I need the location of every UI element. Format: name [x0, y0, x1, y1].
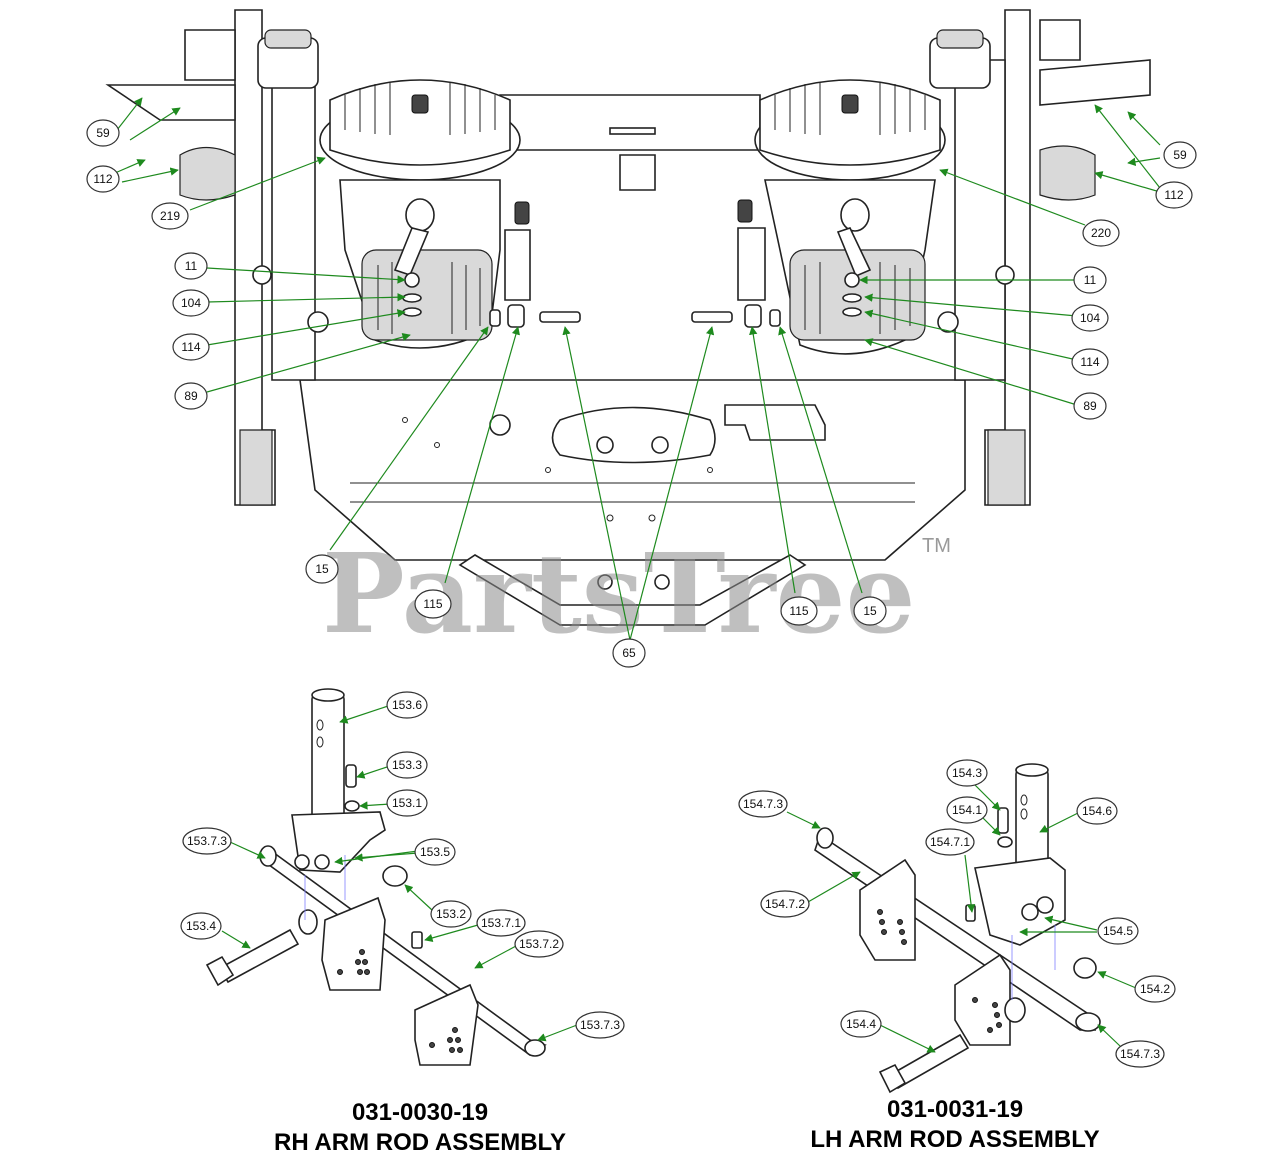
svg-text:154.1: 154.1: [952, 803, 982, 817]
callout-154-4: 154.4: [840, 1010, 882, 1038]
svg-text:153.7.2: 153.7.2: [519, 937, 559, 951]
callout-115-right: 115: [780, 596, 818, 626]
rh-assembly-caption: 031-0030-19 RH ARM ROD ASSEMBLY: [220, 1098, 620, 1158]
svg-text:65: 65: [622, 646, 636, 660]
callout-154-7-2: 154.7.2: [760, 890, 810, 918]
svg-text:154.7.3: 154.7.3: [743, 797, 783, 811]
callout-154-7-3-a: 154.7.3: [738, 790, 788, 818]
callout-89-right: 89: [1073, 392, 1107, 420]
right-transmission: [691, 29, 1015, 355]
callout-15-left: 15: [305, 554, 339, 584]
callout-114-right: 114: [1071, 348, 1109, 376]
callout-154-2: 154.2: [1134, 975, 1176, 1003]
callout-154-5: 154.5: [1097, 917, 1139, 945]
svg-text:153.7.1: 153.7.1: [481, 916, 521, 930]
lh-assembly-part-number: 031-0031-19: [886, 1096, 1024, 1123]
svg-text:154.5: 154.5: [1103, 924, 1133, 938]
callout-104-right: 104: [1071, 304, 1109, 332]
rh-arm-rod-assembly: [205, 688, 547, 1066]
svg-text:153.5: 153.5: [420, 845, 450, 859]
callout-154-6: 154.6: [1076, 797, 1118, 825]
callout-153-3: 153.3: [386, 751, 428, 779]
svg-text:153.6: 153.6: [392, 698, 422, 712]
callout-112-right: 112: [1155, 181, 1193, 209]
callout-153-5: 153.5: [414, 838, 456, 866]
svg-text:153.1: 153.1: [392, 796, 422, 810]
svg-text:59: 59: [96, 126, 110, 140]
svg-text:104: 104: [1080, 311, 1100, 325]
callout-153-4: 153.4: [180, 912, 222, 940]
svg-text:89: 89: [1083, 399, 1097, 413]
svg-text:153.7.3: 153.7.3: [580, 1018, 620, 1032]
callout-11-right: 11: [1073, 266, 1107, 294]
callout-15-right: 15: [853, 596, 887, 626]
callouts: 59 112 219 11 104 114 89 15 115 65 115 1…: [86, 119, 1197, 1068]
svg-text:59: 59: [1173, 148, 1187, 162]
svg-text:115: 115: [789, 604, 808, 618]
svg-text:153.4: 153.4: [186, 919, 216, 933]
callout-65: 65: [612, 638, 646, 668]
svg-text:11: 11: [185, 259, 198, 273]
callout-153-7-3-a: 153.7.3: [182, 827, 232, 855]
lh-assembly-name: LH ARM ROD ASSEMBLY: [810, 1126, 1100, 1153]
callout-154-7-1: 154.7.1: [925, 828, 975, 856]
svg-text:153.7.3: 153.7.3: [187, 834, 227, 848]
svg-text:154.4: 154.4: [846, 1017, 876, 1031]
callout-153-2: 153.2: [430, 900, 472, 928]
callout-219: 219: [151, 202, 189, 230]
rh-assembly-part-number: 031-0030-19: [351, 1099, 489, 1126]
callout-153-7-3-b: 153.7.3: [575, 1011, 625, 1039]
svg-text:104: 104: [181, 296, 201, 310]
svg-text:154.7.2: 154.7.2: [765, 897, 805, 911]
svg-text:153.2: 153.2: [436, 907, 466, 921]
callout-154-3: 154.3: [946, 759, 988, 787]
svg-text:15: 15: [315, 562, 329, 576]
callout-154-7-3-b: 154.7.3: [1115, 1040, 1165, 1068]
svg-text:115: 115: [423, 597, 442, 611]
watermark-tm: TM: [922, 535, 951, 557]
callout-153-7-2: 153.7.2: [514, 930, 564, 958]
callout-153-7-1: 153.7.1: [476, 909, 526, 937]
callout-220: 220: [1082, 219, 1120, 247]
watermark-text: PartsTree: [322, 529, 916, 658]
svg-text:154.2: 154.2: [1140, 982, 1170, 996]
callout-154-1: 154.1: [946, 796, 988, 824]
lh-arm-rod-assembly: [814, 763, 1101, 1094]
left-transmission: [252, 29, 581, 349]
svg-text:220: 220: [1091, 226, 1111, 240]
svg-text:114: 114: [181, 340, 200, 354]
callout-114-left: 114: [172, 333, 210, 361]
callout-89-left: 89: [174, 382, 208, 410]
svg-text:154.7.3: 154.7.3: [1120, 1047, 1160, 1061]
svg-text:112: 112: [93, 172, 112, 186]
svg-text:154.3: 154.3: [952, 766, 982, 780]
leader-lines: [114, 97, 1161, 1053]
svg-text:154.7.1: 154.7.1: [930, 835, 970, 849]
callout-59-right: 59: [1163, 141, 1197, 169]
callout-153-6: 153.6: [386, 691, 428, 719]
callout-153-1: 153.1: [386, 789, 428, 817]
svg-text:112: 112: [1164, 188, 1183, 202]
callout-104-left: 104: [172, 289, 210, 317]
svg-text:154.6: 154.6: [1082, 804, 1112, 818]
svg-text:89: 89: [184, 389, 198, 403]
watermark: PartsTree TM: [322, 529, 951, 658]
svg-text:114: 114: [1080, 355, 1099, 369]
svg-text:219: 219: [160, 209, 180, 223]
callout-11-left: 11: [174, 252, 208, 280]
rh-assembly-name: RH ARM ROD ASSEMBLY: [273, 1129, 567, 1156]
svg-text:11: 11: [1084, 273, 1097, 287]
callout-59-left: 59: [86, 119, 120, 147]
lh-assembly-caption: 031-0031-19 LH ARM ROD ASSEMBLY: [750, 1095, 1160, 1155]
svg-text:153.3: 153.3: [392, 758, 422, 772]
svg-text:15: 15: [863, 604, 877, 618]
callout-112-left: 112: [86, 165, 120, 193]
callout-115-left: 115: [414, 589, 452, 619]
